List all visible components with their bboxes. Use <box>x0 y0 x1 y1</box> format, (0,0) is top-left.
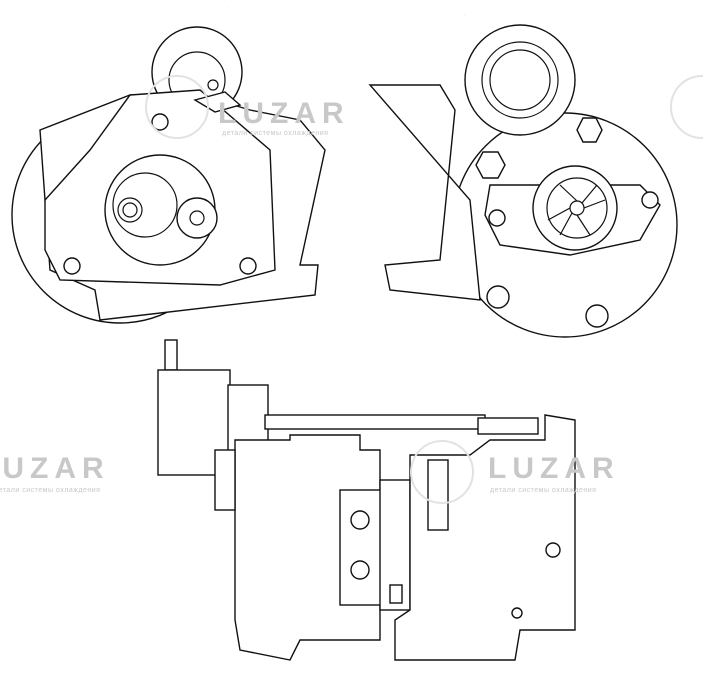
watermark-tagline: детали системы охлаждения <box>222 130 329 137</box>
watermark-logo <box>410 440 474 504</box>
compressor-side-view <box>368 13 678 338</box>
watermark-tagline: детали системы охлаждения <box>490 487 597 494</box>
top-view <box>157 339 576 661</box>
watermark-logo <box>145 75 209 139</box>
watermark-brand: LUZAR <box>488 452 620 485</box>
watermark-tagline: детали системы охлаждения <box>0 487 101 494</box>
watermark-brand: LUZAR <box>0 452 110 485</box>
turbine-side-view <box>11 6 326 324</box>
watermark-brand: LUZAR <box>218 97 350 130</box>
